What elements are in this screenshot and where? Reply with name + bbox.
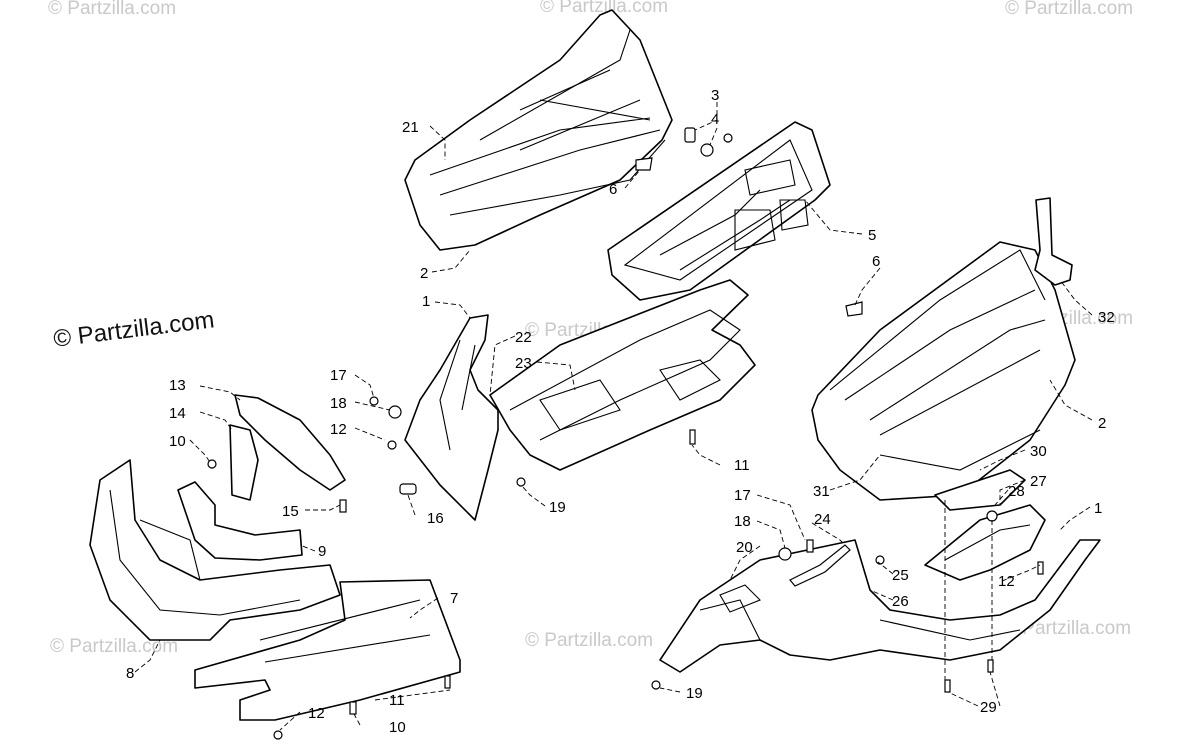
- belly-pan-right[interactable]: [659, 539, 1101, 673]
- callout-3: 3: [711, 87, 719, 104]
- callout-25: 25: [892, 567, 909, 584]
- callout-2-right: 2: [1098, 415, 1106, 432]
- callout-23: 23: [515, 355, 532, 372]
- callout-17-right: 17: [734, 487, 751, 504]
- callout-28: 28: [1008, 483, 1025, 500]
- callout-32: 32: [1098, 309, 1115, 326]
- callout-1-right: 1: [1094, 500, 1102, 517]
- bracket-14[interactable]: [229, 424, 259, 501]
- side-panel-left[interactable]: [404, 314, 499, 521]
- callout-13: 13: [169, 377, 186, 394]
- callout-18-right: 18: [734, 513, 751, 530]
- leader-lines: [134, 102, 1093, 731]
- callout-4: 4: [711, 111, 719, 128]
- callout-7: 7: [450, 590, 458, 607]
- callout-27: 27: [1030, 473, 1047, 490]
- watermark-top-left: © Partzilla.com: [48, 0, 177, 19]
- callout-21: 21: [402, 119, 419, 136]
- plate-27[interactable]: [924, 504, 1046, 581]
- callout-29: 29: [980, 699, 997, 716]
- callout-26: 26: [892, 593, 909, 610]
- watermark-bottom-center: © Partzilla.com: [525, 630, 654, 651]
- callout-10-bottom: 10: [389, 719, 406, 736]
- callout-10-left: 10: [169, 433, 186, 450]
- callout-1-left: 1: [422, 293, 430, 310]
- callout-31: 31: [813, 483, 830, 500]
- callout-2-left: 2: [420, 265, 428, 282]
- callout-5: 5: [868, 227, 876, 244]
- callout-15: 15: [282, 503, 299, 520]
- floor-tray-center[interactable]: [489, 279, 756, 471]
- callout-12-right: 12: [998, 573, 1015, 590]
- watermark-bottom-left: © Partzilla.com: [50, 636, 179, 657]
- panel-upper-center[interactable]: [607, 121, 831, 301]
- callout-17-left: 17: [330, 367, 347, 384]
- callout-20: 20: [736, 539, 753, 556]
- nose-front-left[interactable]: [89, 459, 341, 641]
- watermark-top-center: © Partzilla.com: [540, 0, 669, 17]
- callout-12-mid: 12: [330, 421, 347, 438]
- callout-19-mid: 19: [549, 499, 566, 516]
- callout-8: 8: [126, 665, 134, 682]
- hood-upper-left[interactable]: [404, 9, 673, 251]
- callout-11-mid: 11: [734, 457, 750, 474]
- callout-11-bottom: 11: [389, 692, 405, 709]
- bracket-13[interactable]: [234, 394, 346, 491]
- callout-24: 24: [814, 511, 831, 528]
- watermark-top-right: © Partzilla.com: [1005, 0, 1134, 19]
- callout-6-top: 6: [609, 181, 617, 198]
- callout-22: 22: [515, 329, 532, 346]
- callout-19-bottom: 19: [686, 685, 703, 702]
- callout-6-right: 6: [872, 253, 880, 270]
- callout-30: 30: [1030, 443, 1047, 460]
- bracket-9[interactable]: [177, 481, 303, 561]
- hardware-items: [207, 127, 1044, 740]
- skid-plate-left[interactable]: [194, 579, 461, 721]
- callout-14: 14: [169, 405, 186, 422]
- callout-9: 9: [318, 543, 326, 560]
- callout-12-bottom: 12: [308, 705, 325, 722]
- watermark-bottom-right: © Partzilla.com: [1003, 618, 1132, 639]
- callout-16: 16: [427, 510, 444, 527]
- hood-right[interactable]: [811, 241, 1076, 501]
- plate-30[interactable]: [934, 469, 1026, 511]
- latch-32[interactable]: [1034, 197, 1073, 286]
- callout-18-left: 18: [330, 395, 347, 412]
- callout-labels: 21 3 4 6 2 5 6 32 2 30 31 27 28 1 12 29 …: [126, 87, 1115, 736]
